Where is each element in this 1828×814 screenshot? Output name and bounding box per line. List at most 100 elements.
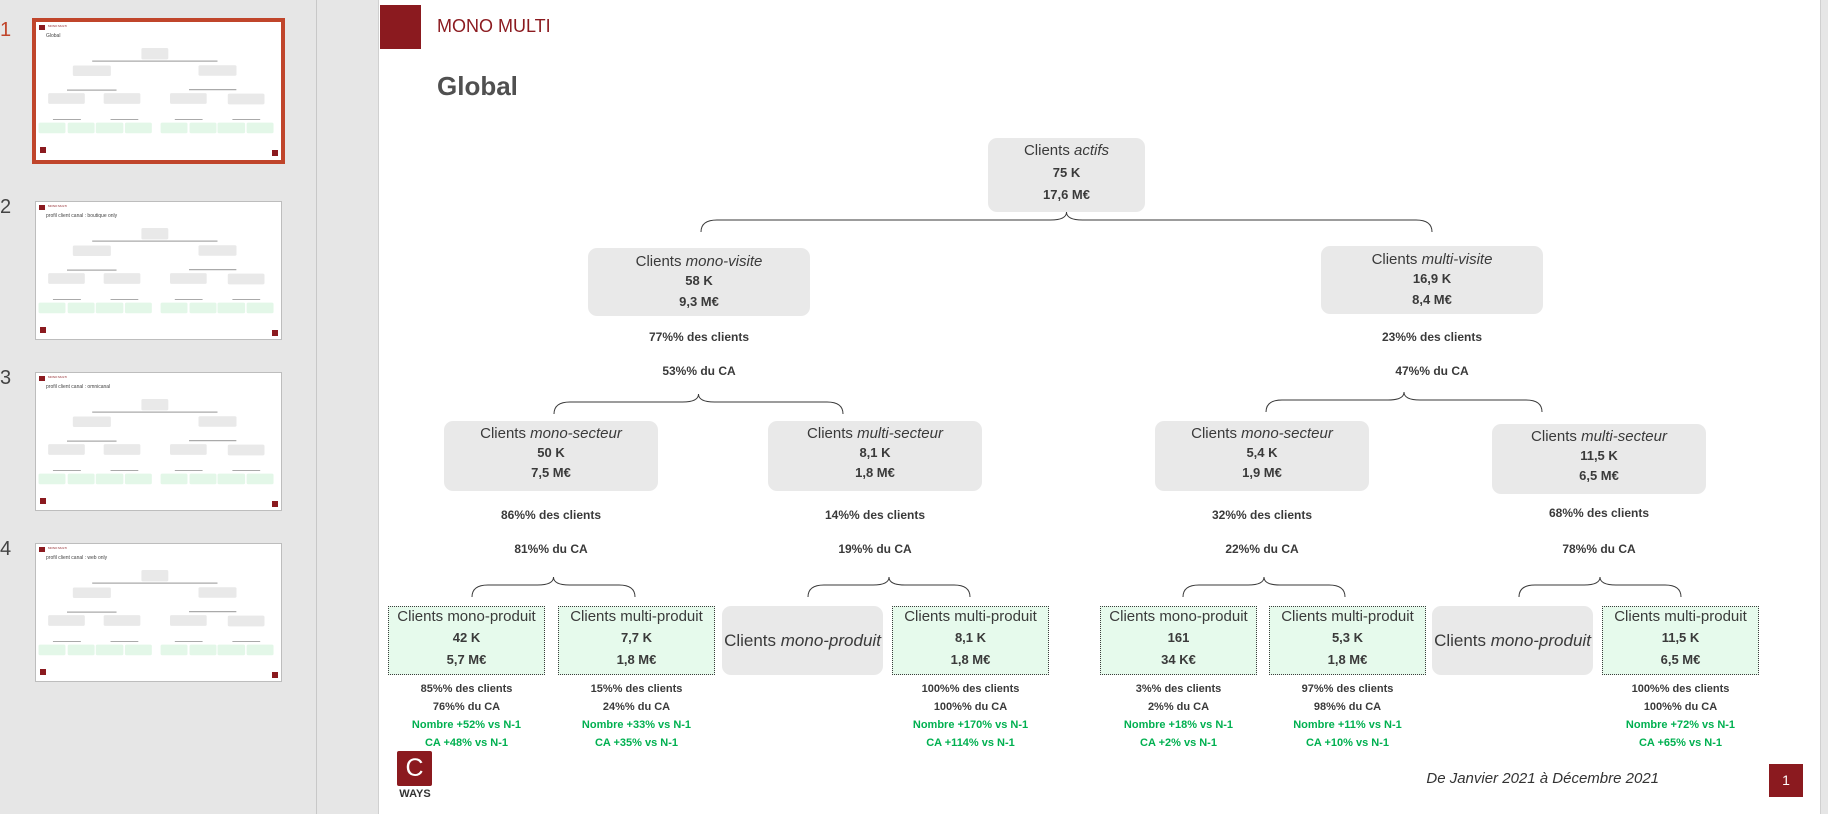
node-label: Clients multi-secteur: [1492, 428, 1706, 445]
node-label-emphasis: mono-produit: [1490, 630, 1591, 650]
slide-thumbnail-number: 3: [0, 367, 12, 389]
node-revenue: 6,5 M€: [1660, 652, 1701, 667]
leaf-share-stat: 100%% des clients: [921, 683, 1020, 695]
node-count: 8,1 K: [859, 445, 891, 460]
node-label-emphasis: mono-secteur: [530, 425, 622, 442]
leaf-share-stat: 3%% des clients: [1135, 683, 1222, 695]
node-label: Clients mono-produit: [1434, 631, 1591, 651]
node-count: 8,1 K: [954, 630, 987, 645]
leaf-growth-stat: Nombre +72% vs N-1: [1625, 719, 1736, 731]
leaf-share-stat: 100%% du CA: [933, 701, 1008, 713]
node-label-text: Clients multi-produit: [1281, 608, 1414, 625]
thumbnail-tree-preview: [38, 227, 278, 336]
leaf-stats: 100%% des clients 100%% du CA Nombre +72% …: [1586, 680, 1776, 752]
node-label: Clients mono-secteur: [1155, 425, 1369, 442]
node-label-emphasis: mono-visite: [685, 253, 763, 270]
share-pct-ca: 78%% du CA: [1562, 542, 1636, 556]
slide-tag: MONO MULTI: [437, 16, 551, 36]
node-label: Clients multi-produit: [893, 608, 1048, 625]
node-label: Clients multi-produit: [1603, 608, 1758, 625]
thumbnail-title: MONO MULTI: [48, 546, 67, 550]
node-count: 5,3 K: [1331, 630, 1364, 645]
leaf-share-stat: 24%% du CA: [602, 701, 671, 713]
node-label-emphasis: actifs: [1074, 142, 1110, 159]
node-label: Clients multi-produit: [1270, 608, 1425, 625]
leaf-growth-stat: CA +65% vs N-1: [1638, 737, 1723, 749]
thumbnail-title: MONO MULTI: [48, 24, 67, 28]
node-revenue: 1,8 M€: [616, 652, 657, 667]
node-label-text: Clients multi-produit: [1614, 608, 1747, 625]
node-count: 11,5 K: [1661, 630, 1700, 645]
share-pct-clients: 86%% des clients: [500, 508, 602, 522]
node-label: Clients mono-produit: [724, 631, 881, 651]
node-leaf-7[interactable]: Clients multi-produit 11,5 K 6,5 M€: [1602, 606, 1759, 675]
slide-thumbnail-number: 4: [0, 538, 12, 560]
date-range: De Janvier 2021 à Décembre 2021: [1426, 770, 1659, 787]
node-label-emphasis: multi-visite: [1421, 251, 1493, 268]
node-count: 7,7 K: [620, 630, 653, 645]
node-count: 16,9 K: [1412, 271, 1452, 286]
node-revenue: 1,8 M€: [855, 465, 895, 480]
share-pct-ca: 22%% du CA: [1225, 542, 1299, 556]
leaf-share-stat: 76%% du CA: [432, 701, 501, 713]
leaf-growth-stat: CA +114% vs N-1: [926, 737, 1015, 749]
node-revenue: 1,8 M€: [1327, 652, 1368, 667]
company-logo-text: WAYS: [399, 788, 431, 800]
leaf-share-stat: 100%% des clients: [1631, 683, 1730, 695]
node-label-emphasis: mono-secteur: [1241, 425, 1333, 442]
leaf-share-stat: 15%% des clients: [590, 683, 683, 695]
tree-brace: [471, 576, 636, 598]
node-label-text: Clients multi-produit: [904, 608, 1037, 625]
node-label-text: Clients: [807, 425, 858, 442]
share-pct-clients: 23%% des clients: [1381, 330, 1483, 344]
share-pct-clients: 68%% des clients: [1548, 506, 1650, 520]
thumbnail-tree-preview: [38, 569, 278, 678]
node-label: Clients actifs: [988, 142, 1145, 159]
node-count: 75 K: [1052, 165, 1081, 180]
node-label-text: Clients: [724, 630, 781, 650]
node-leaf-2[interactable]: Clients mono-produit: [722, 606, 883, 675]
tree-brace: [1182, 576, 1346, 598]
node-leaf-5[interactable]: Clients multi-produit 5,3 K 1,8 M€: [1269, 606, 1426, 675]
tree-brace: [1518, 576, 1682, 598]
leaf-share-stat: 98%% du CA: [1313, 701, 1382, 713]
thumbnail-brand-mark: [39, 547, 45, 552]
node-label-emphasis: mono-produit: [780, 630, 881, 650]
node-revenue: 7,5 M€: [531, 465, 571, 480]
share-pct-clients: 77%% des clients: [648, 330, 750, 344]
node-label: Clients mono-produit: [1101, 608, 1256, 625]
leaf-growth-stat: Nombre +52% vs N-1: [411, 719, 522, 731]
node-leaf-6[interactable]: Clients mono-produit: [1432, 606, 1593, 675]
thumbnail-brand-mark: [39, 25, 45, 30]
leaf-growth-stat: Nombre +11% vs N-1: [1293, 719, 1402, 731]
node-label-text: Clients mono-produit: [397, 608, 536, 625]
node-label-text: Clients: [1434, 630, 1491, 650]
leaf-growth-stat: CA +10% vs N-1: [1305, 737, 1390, 749]
node-label-text: Clients mono-produit: [1109, 608, 1248, 625]
slide-thumbnail-number: 2: [0, 196, 12, 218]
slide-thumbnail-number: 1: [0, 19, 12, 41]
slide-canvas[interactable]: MONO MULTI Global C WAYS De Janvier 2021…: [378, 0, 1821, 814]
tree-brace: [807, 576, 971, 598]
leaf-share-stat: 100%% du CA: [1643, 701, 1718, 713]
leaf-share-stat: 2%% du CA: [1147, 701, 1210, 713]
